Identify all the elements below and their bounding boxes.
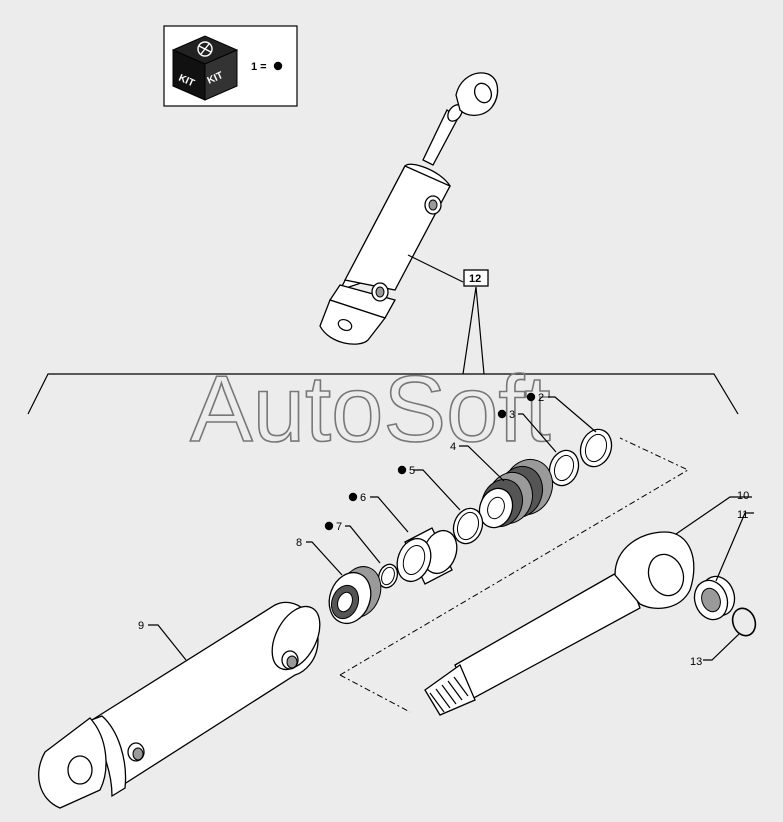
part-2-ring: [579, 428, 613, 468]
callout-3: 3: [509, 409, 515, 421]
callout-9: 9: [138, 620, 144, 632]
part-3-ring: [548, 449, 580, 487]
part-10-rod: [424, 531, 695, 716]
kit-dots: [324, 392, 536, 531]
assembly-label-group: 12: [27, 269, 739, 415]
callout-11: 11: [737, 509, 748, 521]
callout-13: 13: [690, 656, 702, 668]
callout-2: 2: [538, 392, 544, 404]
callout-leaders: [148, 396, 754, 661]
part-11-bushing: [693, 575, 736, 621]
watermark-text: AutoSoft: [190, 356, 551, 461]
callout-6: 6: [360, 492, 366, 504]
kit-legend-text: 1 =: [251, 61, 267, 73]
part-4-piston: [478, 458, 554, 529]
kit-legend-box: KIT KIT 1 =: [163, 25, 298, 107]
kit-dot-2-icon: [526, 392, 536, 402]
part-6-bushing: [396, 527, 458, 585]
part-13-circlip: [731, 607, 757, 637]
assembled-cylinder: [319, 72, 499, 345]
dashed-envelope: [339, 437, 690, 713]
kit-dot-6-icon: [348, 492, 358, 502]
callout-4: 4: [450, 441, 456, 453]
part-9-barrel: [38, 601, 321, 809]
part-5-oring: [452, 507, 484, 545]
kit-dot-7-icon: [324, 521, 334, 531]
kit-dot-3-icon: [497, 409, 507, 419]
callout-7: 7: [336, 521, 342, 533]
callout-5: 5: [409, 465, 415, 477]
part-8-gland: [328, 566, 382, 625]
kit-dot-5-icon: [397, 465, 407, 475]
part-7-ring: [377, 563, 399, 589]
callout-8: 8: [296, 537, 302, 549]
kit-box-icon: KIT KIT: [171, 35, 239, 101]
explosion-bracket: [27, 373, 739, 415]
callout-10: 10: [737, 490, 749, 502]
callout-labels: 2 3 4 5 6 7 8 9 10 11 13: [138, 392, 749, 668]
assembly-label: 12: [469, 273, 481, 285]
kit-dot-icon: [273, 61, 283, 71]
